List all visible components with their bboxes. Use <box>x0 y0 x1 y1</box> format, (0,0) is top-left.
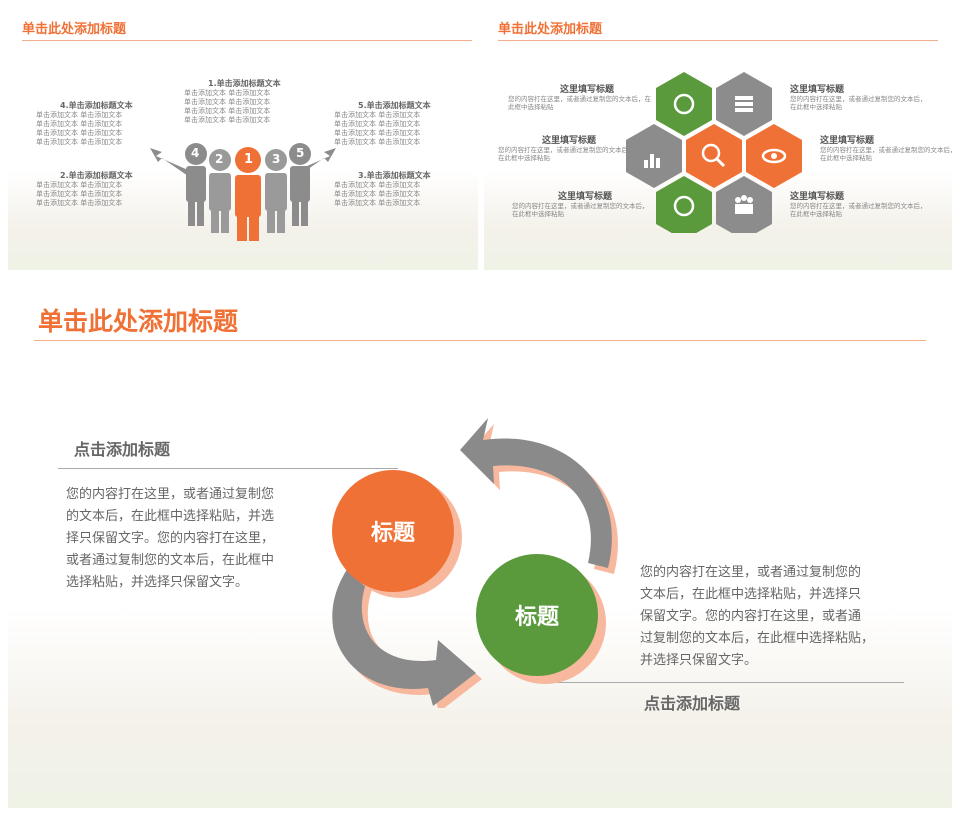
text-left-3: 您的内容打在这里，或者通过复制您的文本后， 在此框中选择粘贴 <box>512 202 649 218</box>
hex-search-icon <box>686 124 742 188</box>
slide-title: 单击此处添加标题 <box>38 307 239 336</box>
text-left-2: 您的内容打在这里，或者通过复制您的文本后， 在此框中选择粘贴 <box>498 146 635 162</box>
text-right-2: 您的内容打在这里，或者通过复制您的文本后， 在此框中选择粘贴 <box>820 146 952 162</box>
figure-number-2: 2 <box>215 152 224 166</box>
slide-title: 单击此处添加标题 <box>498 22 603 37</box>
label-right-1: 这里填写标题 <box>790 85 845 95</box>
item-4-heading: 4.单击添加标题文本 <box>60 101 133 110</box>
hex-eye-icon <box>746 124 802 188</box>
left-heading: 点击添加标题 <box>74 440 171 459</box>
hexagon-cluster <box>626 72 802 233</box>
title-rule <box>22 40 472 41</box>
item-3-heading: 3.单击添加标题文本 <box>358 171 431 180</box>
label-left-2: 这里填写标题 <box>542 136 597 146</box>
item-1-text: 单击添加文本 单击添加文本 单击添加文本 单击添加文本 单击添加文本 单击添加文… <box>184 89 271 124</box>
text-right-1: 您的内容打在这里，或者通过复制您的文本后， 在此框中选择粘贴 <box>790 95 927 111</box>
slide-2-thumbnail[interactable]: 单击此处添加标题 这里填写标题 您的内容打在这里，或者通过复制您的文本后，在 此… <box>484 8 952 270</box>
hex-support-icon <box>656 176 712 233</box>
text-left-1: 您的内容打在这里，或者通过复制您的文本后，在 此框中选择粘贴 <box>508 95 651 111</box>
figure-number-5: 5 <box>296 146 305 160</box>
figure-number-4: 4 <box>191 146 200 160</box>
hex-refresh-icon <box>656 72 712 136</box>
hex-chart-icon <box>626 124 682 188</box>
slide-title: 单击此处添加标题 <box>22 22 127 37</box>
text-right-3: 您的内容打在这里，或者通过复制您的文本后， 在此框中选择粘贴 <box>790 202 927 218</box>
item-4-text: 单击添加文本 单击添加文本 单击添加文本 单击添加文本 单击添加文本 单击添加文… <box>36 111 123 146</box>
green-title-circle[interactable]: 标题 <box>476 554 598 676</box>
item-1-heading: 1.单击添加标题文本 <box>208 79 281 88</box>
orange-title-circle[interactable]: 标题 <box>332 470 454 592</box>
slide-background <box>8 606 952 808</box>
label-left-1: 这里填写标题 <box>560 85 615 95</box>
title-rule <box>498 40 938 41</box>
item-2-heading: 2.单击添加标题文本 <box>60 171 133 180</box>
item-2-text: 单击添加文本 单击添加文本 单击添加文本 单击添加文本 单击添加文本 单击添加文… <box>36 181 123 207</box>
hex-layers-icon <box>716 72 772 136</box>
left-paragraph: 您的内容打在这里，或者通过复制您 的文本后，在此框中选择粘贴，并选 择只保留文字… <box>66 487 275 590</box>
label-left-3: 这里填写标题 <box>558 192 613 202</box>
figure-number-3: 3 <box>272 152 281 166</box>
item-5-heading: 5.单击添加标题文本 <box>358 101 431 110</box>
figure-number-1: 1 <box>244 152 254 167</box>
right-heading-rule <box>552 682 904 683</box>
label-right-3: 这里填写标题 <box>790 192 845 202</box>
title-rule <box>34 340 926 341</box>
right-paragraph: 您的内容打在这里，或者通过复制您的 文本后，在此框中选择粘贴，并选择只 保留文字… <box>640 565 875 668</box>
slide-1-thumbnail[interactable]: 单击此处添加标题 1.单击添加标题文本 单击添加文本 单击添加文本 单击添加文本… <box>8 8 478 270</box>
hex-team-icon <box>716 176 772 233</box>
cycle-arrows-graphic <box>332 418 618 708</box>
label-right-2: 这里填写标题 <box>820 136 875 146</box>
item-5-text: 单击添加文本 单击添加文本 单击添加文本 单击添加文本 单击添加文本 单击添加文… <box>334 111 421 146</box>
left-heading-rule <box>58 468 398 469</box>
item-3-text: 单击添加文本 单击添加文本 单击添加文本 单击添加文本 单击添加文本 单击添加文… <box>334 181 421 207</box>
team-people-graphic <box>150 143 336 241</box>
right-heading: 点击添加标题 <box>644 694 741 713</box>
slide-3-main[interactable]: 单击此处添加标题 点击添加标题 您的内容打在这里，或者通过复制您 的文本后，在此… <box>8 278 952 808</box>
